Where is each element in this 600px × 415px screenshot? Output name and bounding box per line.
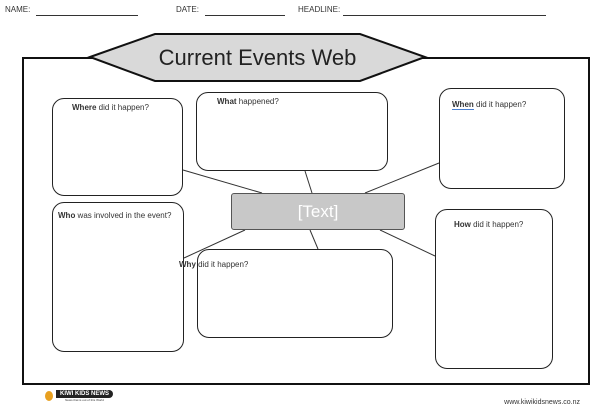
footer-url[interactable]: www.kiwikidsnews.co.nz bbox=[504, 399, 580, 406]
kiwi-kids-news-logo: KIWI KIDS NEWS News that is out of this … bbox=[45, 390, 113, 402]
what-question: What happened? bbox=[217, 97, 279, 106]
when-question: When did it happen? bbox=[452, 100, 527, 110]
logo-tagline: News that is out of this World bbox=[65, 398, 104, 402]
title-banner bbox=[87, 33, 428, 82]
why-question: Why did it happen? bbox=[179, 260, 249, 269]
when-box[interactable] bbox=[439, 88, 565, 189]
date-label: DATE: bbox=[176, 5, 199, 14]
page-title: Current Events Web bbox=[158, 44, 357, 70]
line-who bbox=[183, 229, 246, 259]
kiwi-icon bbox=[45, 391, 53, 401]
line-what bbox=[304, 170, 313, 194]
how-box[interactable] bbox=[435, 209, 553, 369]
line-why bbox=[309, 229, 319, 250]
headline-field[interactable] bbox=[343, 15, 546, 16]
headline-label: HEADLINE: bbox=[298, 5, 341, 14]
name-label: NAME: bbox=[5, 5, 31, 14]
date-field[interactable] bbox=[205, 15, 285, 16]
line-when bbox=[364, 162, 440, 194]
line-how bbox=[379, 229, 436, 257]
where-question: Where did it happen? bbox=[72, 103, 149, 112]
center-topic-box[interactable]: [Text] bbox=[231, 193, 405, 230]
how-question: How did it happen? bbox=[454, 220, 524, 229]
who-question: Who was involved in the event? bbox=[58, 211, 172, 220]
what-box[interactable] bbox=[196, 92, 388, 171]
who-box[interactable] bbox=[52, 202, 184, 352]
name-field[interactable] bbox=[36, 15, 138, 16]
line-where bbox=[182, 169, 263, 194]
connector-lines bbox=[182, 162, 440, 259]
where-box[interactable] bbox=[52, 98, 183, 196]
why-box[interactable] bbox=[197, 249, 393, 338]
logo-text: KIWI KIDS NEWS bbox=[56, 390, 113, 398]
